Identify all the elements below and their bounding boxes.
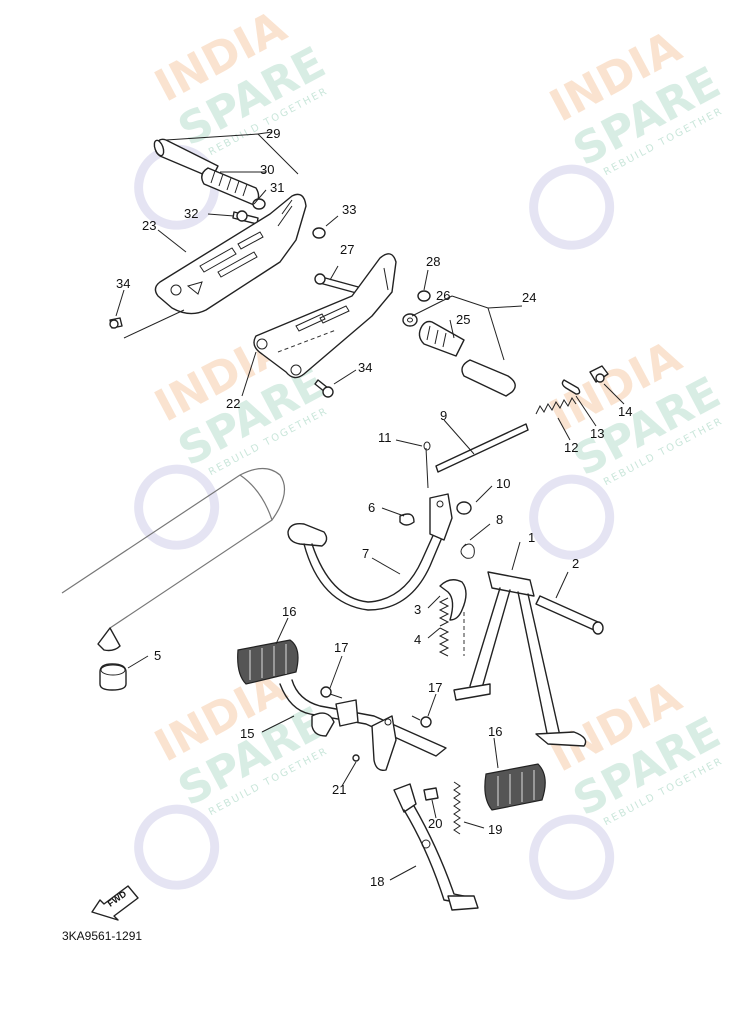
callout-3: 3 bbox=[414, 602, 421, 617]
footrest-bar-15 bbox=[279, 679, 447, 771]
callout-16-left: 16 bbox=[282, 604, 296, 619]
callout-21: 21 bbox=[332, 782, 346, 797]
watermark-ring-icon bbox=[134, 804, 220, 890]
callout-8: 8 bbox=[496, 512, 503, 527]
callout-32: 32 bbox=[184, 206, 198, 221]
forward-arrow-icon: FWD bbox=[91, 885, 139, 921]
watermark-ring-icon bbox=[134, 464, 220, 550]
callout-18: 18 bbox=[370, 874, 384, 889]
lever-3 bbox=[439, 579, 467, 621]
bolt-32 bbox=[232, 210, 259, 225]
front-footpeg-24 bbox=[418, 320, 516, 397]
callout-31: 31 bbox=[270, 180, 284, 195]
callout-11: 11 bbox=[378, 430, 392, 445]
callout-2: 2 bbox=[572, 556, 579, 571]
watermark-ring-icon bbox=[529, 164, 615, 250]
callout-19: 19 bbox=[488, 822, 502, 837]
spring-12 bbox=[535, 397, 577, 415]
spring-8 bbox=[460, 543, 475, 559]
callout-6: 6 bbox=[368, 500, 375, 515]
watermark-bottom-right: INDIA SPARE REBUILD TOGETHER bbox=[529, 671, 729, 900]
callout-17-right: 17 bbox=[428, 680, 442, 695]
washer-10 bbox=[456, 501, 472, 515]
wing-nut-14 bbox=[589, 365, 609, 383]
watermark-mid-right: INDIA SPARE REBUILD TOGETHER bbox=[529, 331, 729, 560]
spring-19 bbox=[453, 781, 461, 835]
shaft-2 bbox=[535, 595, 604, 635]
muffler-outline bbox=[61, 467, 286, 629]
nut-33 bbox=[312, 227, 326, 239]
bolt-34-lower bbox=[314, 379, 334, 398]
main-stand-1 bbox=[453, 571, 587, 747]
callout-22: 22 bbox=[226, 396, 240, 411]
rear-bracket-23 bbox=[154, 193, 307, 315]
callout-30: 30 bbox=[260, 162, 274, 177]
callout-28: 28 bbox=[426, 254, 440, 269]
washer-26 bbox=[402, 313, 418, 327]
watermark-bottom-left: INDIA SPARE REBUILD TOGETHER bbox=[134, 661, 334, 890]
bolt-17-right bbox=[411, 715, 432, 728]
callout-17-left: 17 bbox=[334, 640, 348, 655]
side-stand-18 bbox=[393, 783, 479, 911]
rod-9 bbox=[435, 423, 529, 473]
callout-27: 27 bbox=[340, 242, 354, 257]
callout-24: 24 bbox=[522, 290, 536, 305]
nut-28 bbox=[417, 290, 431, 302]
callout-13: 13 bbox=[590, 426, 604, 441]
drawing-code: 3KA9561-1291 bbox=[62, 929, 142, 943]
callout-1: 1 bbox=[528, 530, 535, 545]
rear-footpeg-grip bbox=[153, 138, 266, 210]
watermark-ring-icon bbox=[529, 474, 615, 560]
footrest-rubber-16-left bbox=[237, 639, 299, 685]
callout-4: 4 bbox=[414, 632, 421, 647]
clip-6 bbox=[399, 513, 415, 526]
callout-5: 5 bbox=[154, 648, 161, 663]
pin-21 bbox=[352, 754, 360, 762]
callout-33: 33 bbox=[342, 202, 356, 217]
callout-25: 25 bbox=[456, 312, 470, 327]
callout-20: 20 bbox=[428, 816, 442, 831]
callout-7: 7 bbox=[362, 546, 369, 561]
damper-5 bbox=[97, 627, 127, 691]
callout-34-lower: 34 bbox=[358, 360, 372, 375]
watermark-top-left: INDIA SPARE REBUILD TOGETHER bbox=[134, 1, 334, 230]
washer-13 bbox=[561, 379, 581, 395]
callout-12: 12 bbox=[564, 440, 578, 455]
plug-20 bbox=[423, 787, 439, 801]
leader-lines bbox=[115, 131, 625, 881]
bolt-17-left bbox=[320, 686, 343, 699]
callout-10: 10 bbox=[496, 476, 510, 491]
pin-11 bbox=[423, 441, 431, 489]
bolt-34-upper bbox=[109, 317, 123, 329]
callout-34-upper: 34 bbox=[116, 276, 130, 291]
brake-pedal-7 bbox=[287, 493, 453, 611]
watermark-ring-icon bbox=[529, 814, 615, 900]
callout-15: 15 bbox=[240, 726, 254, 741]
callout-labels: 1 2 3 4 5 6 7 8 9 10 11 12 13 14 15 16 1… bbox=[116, 126, 632, 889]
watermark-top-right: INDIA SPARE REBUILD TOGETHER bbox=[529, 21, 729, 250]
front-bracket-22 bbox=[253, 253, 397, 379]
footrest-rubber-16-right bbox=[484, 763, 546, 811]
callout-29: 29 bbox=[266, 126, 280, 141]
callout-26: 26 bbox=[436, 288, 450, 303]
callout-23: 23 bbox=[142, 218, 156, 233]
spring-4 bbox=[438, 597, 465, 657]
callout-14: 14 bbox=[618, 404, 632, 419]
callout-9: 9 bbox=[440, 408, 447, 423]
callout-16-right: 16 bbox=[488, 724, 502, 739]
